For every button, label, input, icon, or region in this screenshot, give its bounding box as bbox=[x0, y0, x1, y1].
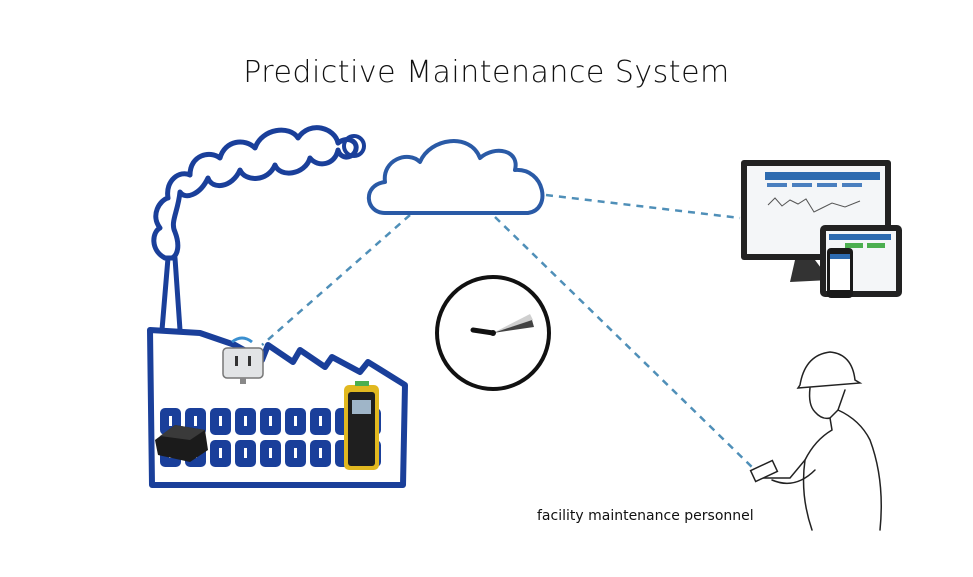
window-highlight bbox=[244, 416, 247, 426]
gateway-box-icon bbox=[155, 425, 208, 462]
personnel-caption: facility maintenance personnel bbox=[537, 508, 754, 524]
window-highlight bbox=[219, 416, 222, 426]
window-highlight bbox=[169, 416, 172, 426]
diagram-title: Predictive Maintenance System bbox=[243, 55, 730, 90]
sensor-icon bbox=[222, 336, 264, 384]
clock-icon bbox=[435, 275, 551, 391]
window-highlight bbox=[294, 416, 297, 426]
cloud-icon bbox=[366, 139, 545, 215]
window-highlight bbox=[194, 416, 197, 426]
window-highlight bbox=[244, 448, 247, 458]
window-highlight bbox=[269, 448, 272, 458]
link-cloud-sensor bbox=[261, 214, 411, 346]
link-cloud-personnel bbox=[494, 216, 756, 471]
window-highlight bbox=[294, 448, 297, 458]
window-highlight bbox=[269, 416, 272, 426]
phone-icon bbox=[827, 248, 853, 298]
window-highlight bbox=[319, 448, 322, 458]
window-highlight bbox=[319, 416, 322, 426]
handheld-device-icon bbox=[344, 381, 379, 470]
worker-icon bbox=[749, 351, 882, 531]
link-cloud-dashboard bbox=[545, 193, 741, 220]
window-highlight bbox=[219, 448, 222, 458]
smoke-icon bbox=[151, 125, 359, 261]
